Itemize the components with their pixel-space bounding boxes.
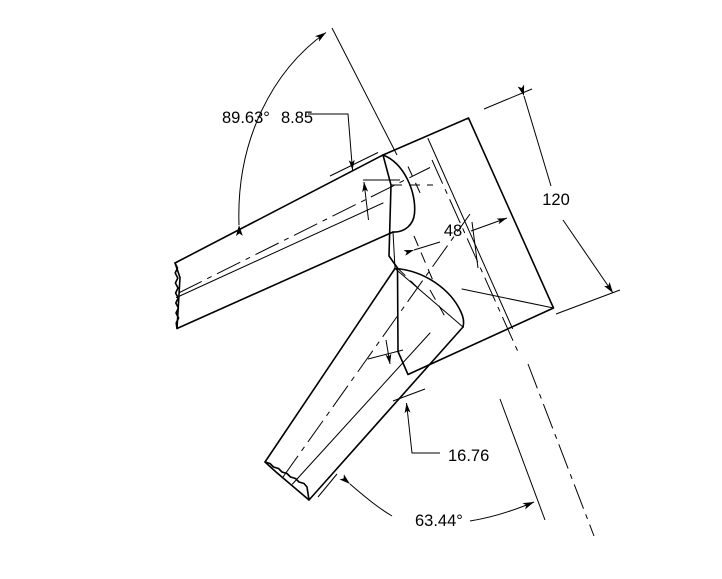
joint-saddle-curves (382, 154, 465, 328)
dim-120-line-upper (517, 84, 552, 187)
dim-89-arc (235, 32, 327, 237)
dim-1676-inner-ref (367, 349, 404, 360)
dim-63-extension-left (317, 473, 338, 498)
lower-branch-centerline (282, 213, 471, 478)
lower-branch-seam (292, 332, 431, 485)
dim-gap-48: 48 (403, 217, 508, 269)
lower-branch-break-line (264, 461, 310, 501)
dim-63-extension-right (499, 398, 546, 521)
main-tube-centerline (431, 159, 520, 355)
upper-branch-tube (174, 154, 394, 330)
joint-crotch-edge (392, 231, 396, 269)
dim-120-label: 120 (542, 191, 570, 209)
dim-120-line-lower (562, 219, 614, 294)
main-tube-centerline-extension (527, 363, 595, 537)
dim-89-label: 89.63° (222, 109, 270, 127)
dim-120-extension-bottom (555, 289, 621, 315)
lower-branch-outline (264, 267, 464, 501)
dim-1676-ref-line (392, 388, 426, 402)
dim-angle-63: 63.44° (317, 398, 546, 530)
dim-63-label: 63.44° (415, 512, 463, 530)
dim-48-extension (471, 221, 479, 269)
dim-1676-label: 16.76 (448, 447, 489, 465)
dim-48-label: 48 (444, 222, 462, 240)
dim-48-line-right (470, 217, 508, 232)
upper-branch-centerline (178, 167, 431, 294)
hidden-upper-wall (407, 166, 422, 197)
main-tube-body (382, 117, 555, 376)
dim-main-120: 120 (483, 84, 621, 315)
dim-885-label: 8.85 (281, 109, 313, 127)
dim-885-leader (308, 113, 355, 171)
dim-63-arc-right (469, 501, 535, 522)
dim-1676-leader (404, 402, 440, 454)
main-tube-lower-edge-seam (461, 288, 554, 309)
upper-branch-break-line (174, 262, 180, 330)
upper-saddle-curve (382, 154, 416, 233)
dim-1676-inner-arrow (385, 339, 392, 365)
hidden-lower-bore (397, 267, 421, 291)
lower-branch-tube (264, 267, 464, 501)
dim-angle-89: 89.63° (222, 27, 398, 237)
dim-offset-1676: 16.76 (367, 339, 489, 465)
lower-saddle-curve (394, 267, 465, 328)
hidden-crotch-wall (413, 235, 435, 284)
upper-branch-seam (176, 202, 384, 298)
hidden-lines (391, 166, 448, 321)
dim-48-line-left (403, 241, 441, 256)
main-tube-outline (382, 117, 555, 376)
hidden-lower-wall (429, 289, 448, 321)
dim-89-extension-line (331, 27, 398, 156)
lower-branch-top-edge (394, 268, 464, 328)
dim-offset-885: 8.85 (281, 109, 400, 221)
dim-885-ref-line (329, 152, 379, 177)
dim-63-arc-left (339, 474, 393, 517)
upper-branch-outline (174, 154, 394, 330)
dim-885-inner-arrow (362, 181, 369, 221)
centerlines (178, 159, 595, 537)
main-tube-seam-left (427, 138, 513, 329)
